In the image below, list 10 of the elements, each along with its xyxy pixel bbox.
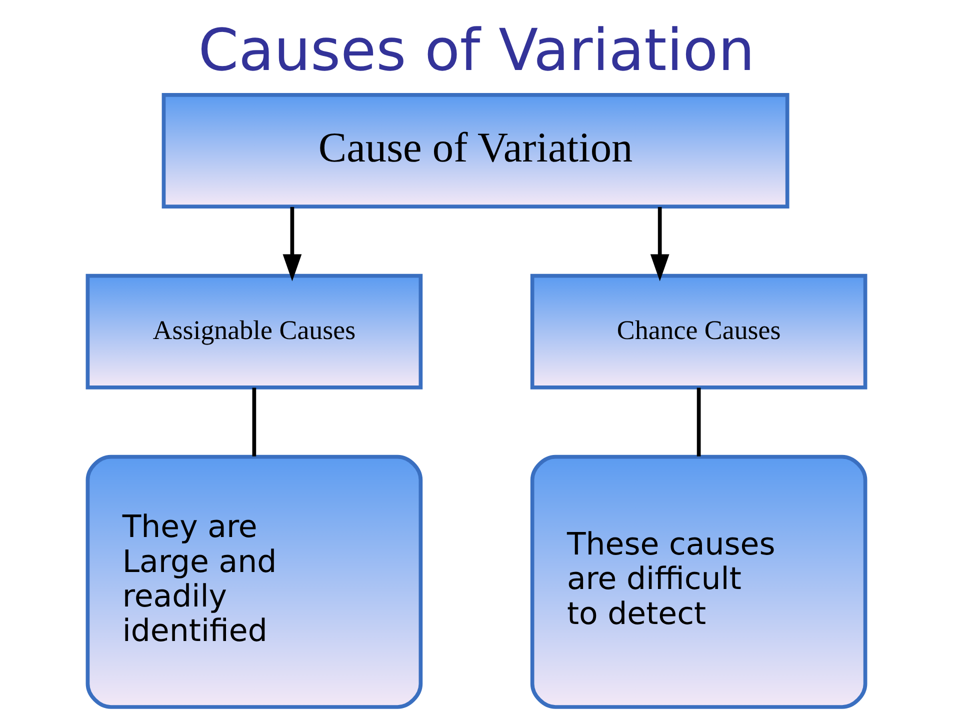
arrow <box>282 207 302 282</box>
node-box: Cause of Variation <box>162 93 790 208</box>
diagram-title: Causes of Variation <box>198 16 755 84</box>
arrow <box>650 207 670 282</box>
node-box: They are Large and readily identified <box>86 454 423 709</box>
node-box: These causes are difficult to detect <box>530 454 868 709</box>
connector <box>252 388 256 456</box>
node-box: Assignable Causes <box>86 274 423 390</box>
connector <box>696 388 701 456</box>
node-box: Chance Causes <box>530 274 868 390</box>
